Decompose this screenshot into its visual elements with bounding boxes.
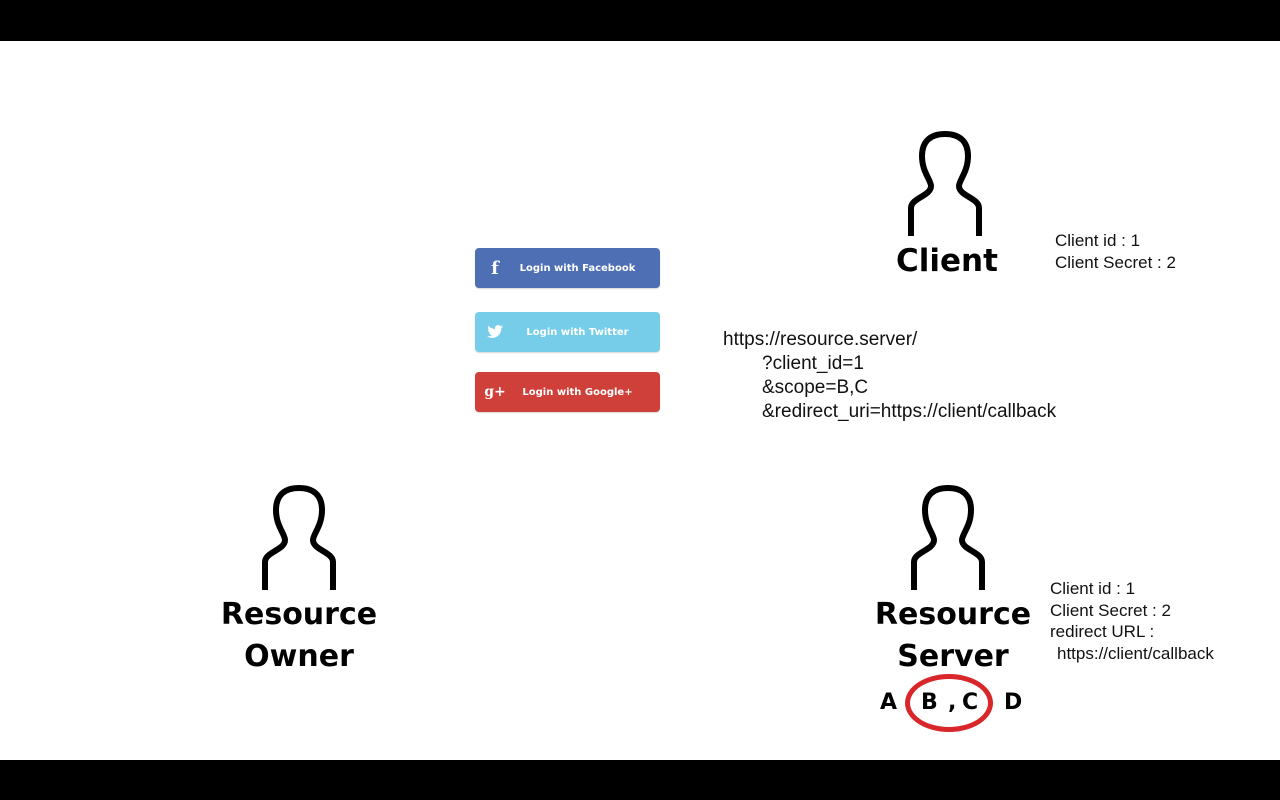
client-id-text: Client id : 1 [1055, 231, 1141, 250]
client-person-icon [905, 130, 985, 238]
resource-owner-label-line1: Resource [220, 597, 378, 632]
login-google-plus-button[interactable]: g+ Login with Google+ [475, 372, 660, 412]
letterbox-top [0, 0, 1280, 41]
login-facebook-button[interactable]: f Login with Facebook [475, 248, 660, 288]
resource-server-person-icon [908, 484, 988, 592]
login-google-plus-label: Login with Google+ [522, 386, 633, 398]
login-facebook-label: Login with Facebook [519, 262, 636, 274]
auth-url-client-id: ?client_id=1 [762, 353, 864, 374]
server-registration-info: Client id : 1 Client Secret : 2 redirect… [1050, 578, 1214, 664]
resource-server-label-line1: Resource [874, 597, 1032, 632]
resource-owner-label: Resource Owner [210, 594, 388, 678]
resource-owner-person-icon [259, 484, 339, 592]
letterbox-bottom [0, 760, 1280, 800]
resource-server-label: Resource Server [864, 594, 1042, 678]
twitter-icon [475, 324, 515, 340]
client-label: Client [896, 243, 998, 279]
server-client-secret-text: Client Secret : 2 [1050, 600, 1171, 620]
scope-b: B [921, 690, 938, 715]
resource-owner-label-line2: Owner [244, 639, 354, 674]
scope-d: D [1004, 690, 1023, 715]
client-secret-text: Client Secret : 2 [1055, 252, 1176, 272]
scope-comma: , [948, 690, 957, 715]
server-client-id-text: Client id : 1 [1050, 579, 1136, 598]
authorization-url: https://resource.server/ ?client_id=1 &s… [723, 328, 1056, 424]
auth-url-base: https://resource.server/ [723, 329, 918, 350]
scope-c: C [962, 690, 979, 715]
auth-url-scope: &scope=B,C [762, 377, 869, 398]
resource-server-label-line2: Server [897, 639, 1009, 674]
auth-url-redirect: &redirect_uri=https://client/callback [762, 401, 1057, 422]
google-plus-icon: g+ [484, 384, 506, 400]
server-redirect-label: redirect URL : [1050, 622, 1155, 641]
facebook-icon: f [491, 257, 499, 279]
client-credentials: Client id : 1 Client Secret : 2 [1055, 230, 1176, 273]
server-redirect-url: https://client/callback [1057, 643, 1214, 663]
scope-highlight-ring [905, 674, 993, 732]
login-twitter-label: Login with Twitter [526, 326, 629, 338]
scope-a: A [880, 690, 898, 715]
login-twitter-button[interactable]: Login with Twitter [475, 312, 660, 352]
